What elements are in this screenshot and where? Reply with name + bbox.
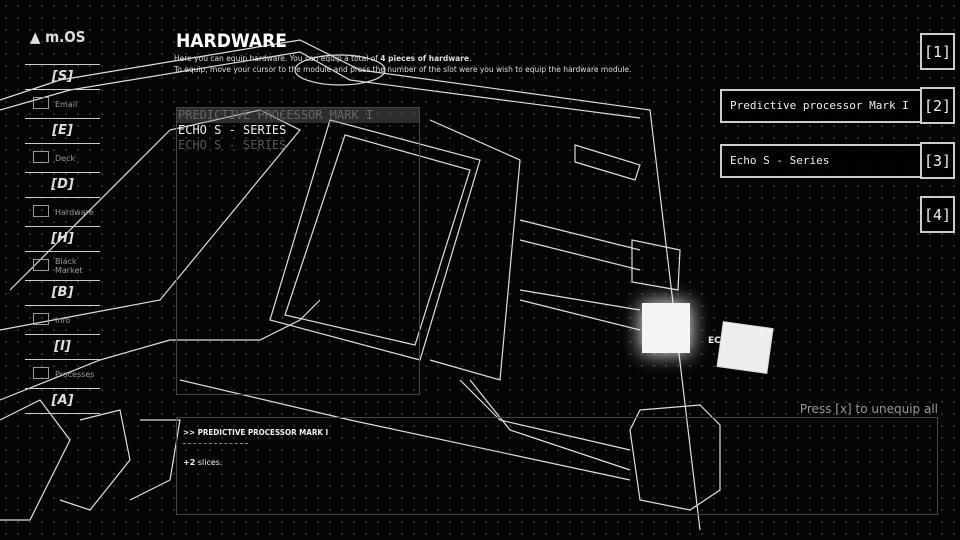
logo: ▲ m.OS (30, 28, 86, 46)
unequip-all-hint[interactable]: Press [x] to unequip all (799, 402, 938, 416)
board-label: ECHO (708, 336, 736, 346)
menu-label: Email (55, 99, 78, 109)
desc-text: Here you can equip hardware. You can equ… (174, 54, 381, 63)
menu-item-hardware[interactable]: Hardware (25, 198, 100, 226)
stack-icon (33, 259, 49, 271)
menu-item-black-market[interactable]: Black Market (25, 252, 100, 280)
slot-label: Echo S - Series (720, 143, 920, 178)
logo-text: m.OS (45, 28, 86, 46)
menu-label: Processes (55, 369, 95, 379)
page-description: Here you can equip hardware. You can equ… (174, 53, 654, 75)
menu-key[interactable]: [S] (25, 64, 100, 90)
menu-item-info[interactable]: Info (25, 306, 100, 334)
hardware-item[interactable]: PREDICTIVE PROCESSOR MARK I (177, 108, 419, 123)
slot-number[interactable]: [4] (920, 196, 955, 233)
menu-key[interactable]: [D] (25, 172, 100, 198)
hardware-slot-1[interactable]: [1] (920, 33, 955, 70)
menu-key[interactable]: [B] (25, 280, 100, 306)
bonus-value: +2 (183, 458, 196, 467)
stack-icon (33, 313, 49, 325)
slot-number[interactable]: [1] (920, 33, 955, 70)
menu-item-processes[interactable]: Processes (25, 360, 100, 388)
divider (183, 443, 248, 444)
stack-icon (33, 367, 49, 379)
hardware-slot-2[interactable]: Predictive processor Mark I[2] (720, 87, 955, 124)
stack-icon (33, 205, 49, 217)
info-title: >> PREDICTIVE PROCESSOR MARK I (183, 428, 329, 437)
hardware-slot-3[interactable]: Echo S - Series[3] (720, 142, 955, 179)
equipped-chip-glow (642, 303, 690, 353)
hardware-list: PREDICTIVE PROCESSOR MARK I ECHO S - SER… (176, 107, 420, 395)
menu-key[interactable]: [A] (25, 388, 100, 414)
menu-key[interactable]: [E] (25, 118, 100, 144)
menu-key[interactable]: [H] (25, 226, 100, 252)
hardware-item[interactable]: ECHO S - SERIES (178, 138, 287, 152)
menu-label: Deck (55, 153, 76, 163)
page-title: HARDWARE (176, 30, 287, 52)
hardware-slot-4[interactable]: [4] (920, 196, 955, 233)
menu-key[interactable]: [I] (25, 334, 100, 360)
desc-text: To equip, move your cursor to the module… (174, 65, 632, 74)
desc-text: . (469, 54, 472, 63)
mail-icon (33, 97, 49, 109)
hardware-item[interactable]: ECHO S - SERIES (178, 123, 287, 137)
info-bonus: +2 slices. (183, 458, 931, 467)
menu-label: Black Market (55, 257, 83, 275)
menu-label: Hardware (55, 207, 94, 217)
menu-label: Info (55, 315, 71, 325)
slot-number[interactable]: [2] (920, 87, 955, 124)
desc-bold: 4 pieces of hardware (380, 54, 470, 63)
stack-icon (33, 151, 49, 163)
slot-label: Predictive processor Mark I (720, 88, 920, 123)
menu-item-email[interactable]: Email (25, 90, 100, 118)
info-panel: >> PREDICTIVE PROCESSOR MARK I +2 slices… (176, 417, 938, 515)
menu-item-deck[interactable]: Deck (25, 144, 100, 172)
bonus-text: slices. (195, 458, 223, 467)
slot-number[interactable]: [3] (920, 142, 955, 179)
side-menu: [S] Email [E] Deck [D] Hardware [H] Black Marke… (25, 64, 100, 414)
